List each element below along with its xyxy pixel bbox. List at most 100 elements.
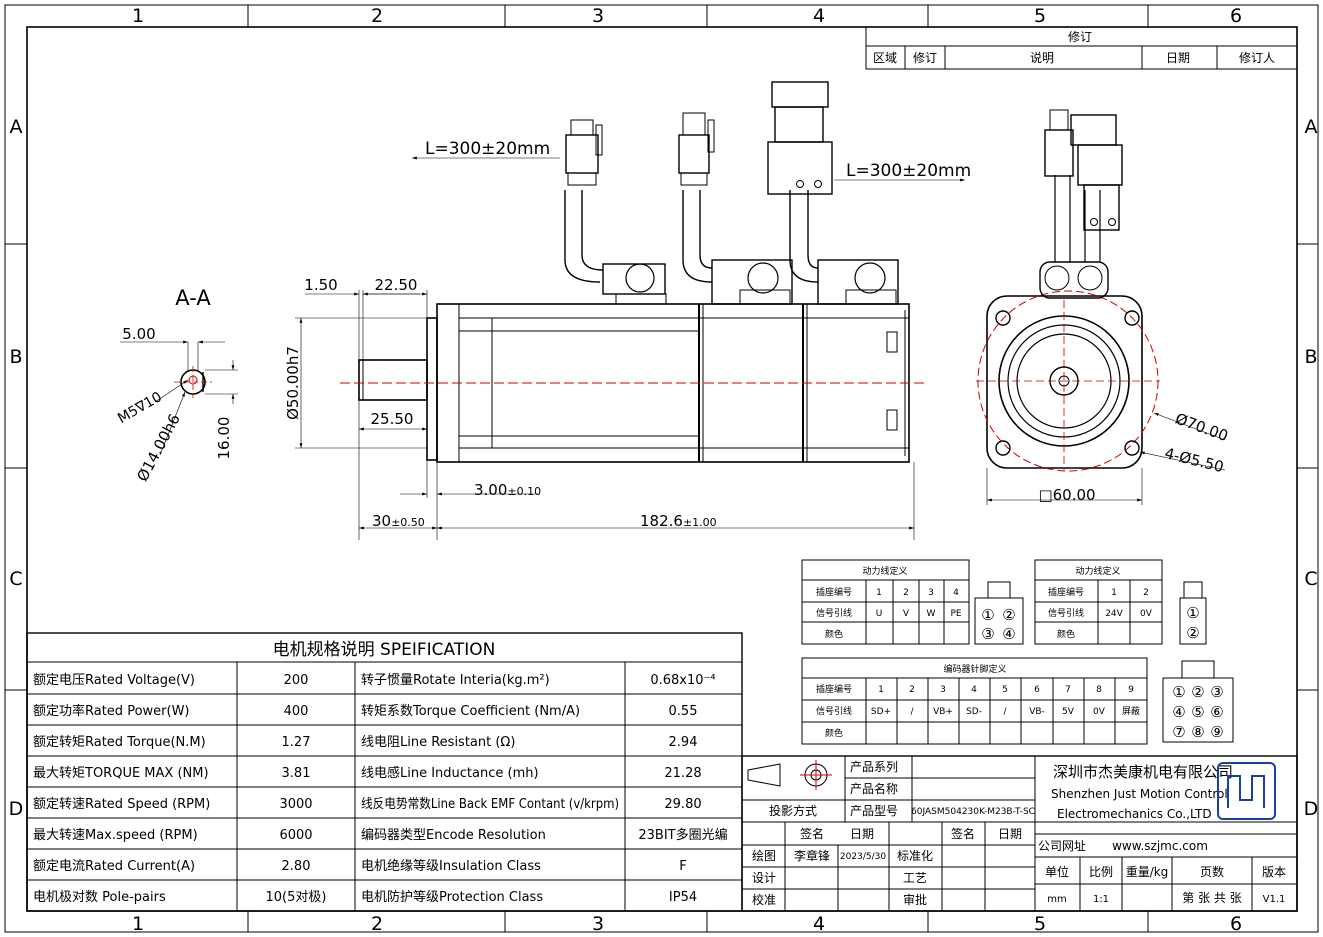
side-view-dimensions (295, 156, 965, 540)
dim-holes: 4-Ø5.50 (1163, 444, 1226, 476)
dim-16: 16.00 (215, 417, 233, 460)
power-row-label: 信号引线 (816, 607, 852, 619)
col-label: 1 (132, 5, 144, 27)
pin-glyph: ⑥ (1210, 703, 1223, 721)
draw-date: 2023/5/30 (840, 852, 886, 862)
encoder-pin: 6 (1034, 685, 1040, 695)
col-label: 3 (592, 5, 604, 27)
pages-value: 第 张 共 张 (1182, 891, 1241, 905)
col-label: 4 (813, 5, 825, 27)
pin-glyph: ④ (1172, 703, 1185, 721)
spec-param: 转子惯量Rotate Interia(kg.m²) (361, 672, 550, 688)
spec-param: 线电阻Line Resistant (Ω) (361, 735, 515, 750)
encoder-signal: 屏蔽 (1122, 705, 1140, 717)
spec-param: 最大转速Max.speed (RPM) (33, 828, 198, 843)
col-label: 3 (592, 913, 604, 935)
spec-value: 29.80 (664, 797, 701, 812)
revision-header: 修订 (913, 50, 937, 65)
spec-param: 额定转矩Rated Torque(N.M) (33, 735, 206, 750)
spec-param: 额定转速Rated Speed (RPM) (33, 797, 210, 812)
dim-182: 182.6 (640, 512, 683, 530)
spec-param: 电机防护等级Protection Class (361, 889, 543, 905)
brake-connector-icon: ① ② (1179, 581, 1207, 645)
col-label: 6 (1230, 913, 1242, 935)
company-name-cn: 深圳市杰美康机电有限公司 (1053, 763, 1233, 781)
product-series-label: 产品系列 (850, 760, 898, 774)
col-label: 5 (1034, 5, 1046, 27)
row-label: A (1305, 116, 1318, 138)
power-row-label: 插座编号 (816, 586, 852, 598)
cable-length-right: L=300±20mm (846, 161, 971, 181)
projection-symbol (747, 760, 832, 790)
website-label: 公司网址 (1038, 839, 1086, 853)
col-label: 2 (371, 913, 383, 935)
encoder-pin: 2 (909, 685, 915, 695)
spec-param: 额定电流Rated Current(A) (33, 859, 195, 874)
dim-phi14: Ø14.00h6 (133, 411, 184, 485)
svg-text:3.00±0.10: 3.00±0.10 (474, 481, 541, 499)
brake-row-label: 插座编号 (1048, 586, 1084, 598)
dim-phi70: Ø70.00 (1173, 409, 1231, 445)
power-connector-icon: ① ② ③ ④ (974, 581, 1024, 645)
sign-label: 签名 (951, 826, 975, 841)
dim-30-tol: ±0.50 (391, 516, 425, 529)
encoder-signal: / (1003, 707, 1007, 717)
process-label: 工艺 (903, 871, 927, 885)
encoder-pin: 5 (1002, 685, 1008, 695)
row-label: B (9, 346, 22, 368)
revision-header: 修订人 (1239, 50, 1275, 65)
motor-side-view (340, 81, 925, 463)
power-pin: 4 (953, 588, 959, 598)
pin-glyph: ② (1186, 624, 1199, 642)
encoder-row-label: 信号引线 (816, 705, 852, 717)
spec-value: 6000 (279, 828, 312, 843)
brake-row-label: 信号引线 (1048, 607, 1084, 619)
version-label: 版本 (1262, 865, 1286, 879)
power-signal: PE (950, 609, 961, 619)
pin-glyph: ⑤ (1191, 703, 1204, 721)
row-label: C (1304, 568, 1317, 590)
draw-label: 绘图 (752, 848, 776, 863)
date-label: 日期 (850, 827, 874, 841)
power-table-title: 动力线定义 (862, 565, 907, 577)
website: www.szjmc.com (1112, 839, 1208, 853)
pin-glyph: ① (1186, 604, 1199, 622)
spec-value: 21.28 (664, 766, 701, 781)
brake-pin: 1 (1111, 588, 1117, 598)
row-label: D (9, 798, 24, 820)
dim-1-50: 1.50 (304, 276, 337, 294)
encoder-signal: SD- (966, 707, 982, 717)
spec-param: 电机极对数 Pole-pairs (33, 890, 166, 905)
scale-label: 比例 (1089, 865, 1113, 879)
row-label: C (9, 568, 22, 590)
power-signal: W (927, 609, 936, 619)
encoder-signal: 5V (1062, 707, 1075, 717)
power-signal: U (876, 609, 883, 619)
weight-label: 重量/kg (1126, 865, 1169, 879)
version-value: V1.1 (1263, 894, 1286, 905)
pages-label: 页数 (1200, 864, 1224, 879)
cable-connector-3 (767, 81, 899, 305)
revision-header: 日期 (1166, 51, 1190, 65)
power-signal: V (903, 609, 910, 619)
pin-glyph: ① (981, 606, 994, 624)
pin-glyph: ⑨ (1210, 723, 1223, 741)
company-name-en: Shenzhen Just Motion Control (1051, 787, 1228, 801)
motor-end-view (976, 109, 1160, 472)
company-name-en: Electromechanics Co.,LTD (1057, 807, 1212, 821)
product-model: 60JASM504230K-M23B-T-SC (911, 807, 1035, 817)
encoder-signal: 0V (1093, 707, 1106, 717)
pin-glyph: ④ (1002, 625, 1015, 643)
col-label: 6 (1230, 5, 1242, 27)
col-label: 2 (371, 5, 383, 27)
spec-value: IP54 (669, 890, 697, 905)
power-pin: 2 (903, 588, 909, 598)
row-label: B (1304, 346, 1317, 368)
spec-title: 电机规格说明 SPEIFICATION (273, 640, 496, 660)
power-row-label: 颜色 (825, 628, 843, 640)
pin-glyph: ③ (1210, 683, 1223, 701)
svg-text:182.6±1.00: 182.6±1.00 (640, 512, 717, 530)
spec-value: 1.27 (282, 735, 311, 750)
unit-value: mm (1047, 894, 1066, 905)
